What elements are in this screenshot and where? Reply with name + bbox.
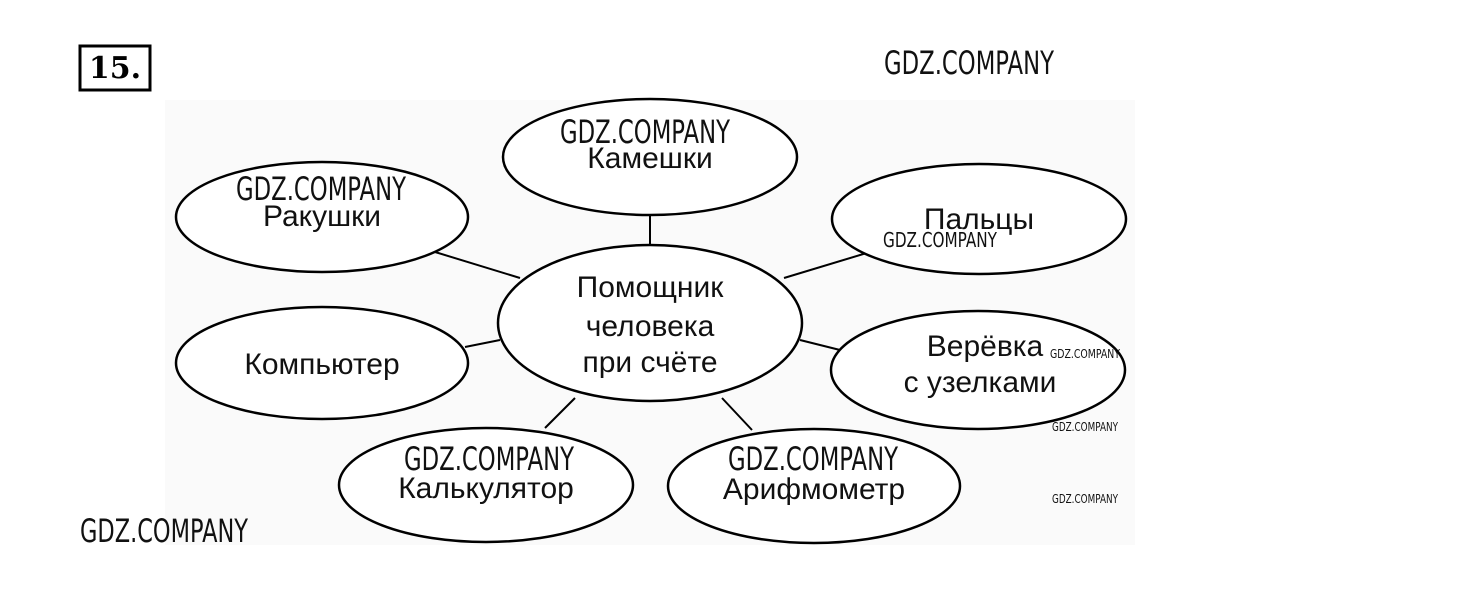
- node-verevka-ellipse: [829, 309, 1127, 431]
- center-label-line-2: человека: [586, 310, 715, 343]
- connectors: [434, 215, 871, 431]
- task-number-box: [78, 44, 152, 92]
- node-kompyuter: Компьютер: [174, 305, 470, 421]
- watermark-bottom-left: GDZ.COMPANY: [80, 512, 248, 550]
- task-number: 15.: [78, 44, 152, 92]
- node-arifmometr: Арифмометр: [666, 427, 962, 545]
- connector-kalkulyator: [544, 397, 576, 429]
- watermark-kalkulyator: GDZ.COMPANY: [404, 440, 574, 478]
- task-number-text: 15.: [89, 51, 141, 86]
- node-kameshki-ellipse: [501, 97, 799, 217]
- node-rakushki: Ракушки: [174, 160, 470, 274]
- node-kameshki: Камешки: [501, 97, 799, 217]
- node-rakushki-ellipse: [174, 160, 470, 274]
- node-kompyuter-label: Компьютер: [244, 348, 399, 381]
- node-arifmometr-ellipse: [666, 427, 962, 545]
- connector-verevka: [799, 339, 841, 351]
- center-node: Помощник человека при счёте: [496, 243, 804, 403]
- watermarks: GDZ.COMPANY GDZ.COMPANY GDZ.COMPANY GDZ.…: [80, 44, 1121, 550]
- node-kompyuter-ellipse: [174, 305, 470, 421]
- watermark-right-middle: GDZ.COMPANY: [1052, 420, 1118, 434]
- center-label-line-3: при счёте: [582, 346, 717, 379]
- watermark-paltsy: GDZ.COMPANY: [883, 228, 998, 252]
- node-arifmometr-label: Арифмометр: [723, 473, 905, 506]
- watermark-top-right: GDZ.COMPANY: [884, 44, 1054, 82]
- center-label-line-1: Помощник: [577, 271, 725, 304]
- node-paltsy-label: Пальцы: [924, 203, 1034, 236]
- watermark-rakushki: GDZ.COMPANY: [236, 170, 406, 208]
- connector-arifmometr: [721, 397, 753, 431]
- node-verevka-label-line-2: с узелками: [904, 366, 1057, 399]
- watermark-arifmometr: GDZ.COMPANY: [728, 440, 898, 478]
- node-verevka-label-line-1: Верёвка: [927, 330, 1044, 363]
- node-kalkulyator-label: Калькулятор: [398, 472, 574, 505]
- node-kalkulyator-ellipse: [337, 426, 635, 544]
- node-paltsy-ellipse: [830, 162, 1128, 276]
- connector-kompyuter: [464, 339, 501, 348]
- node-kalkulyator: Калькулятор: [337, 426, 635, 544]
- watermark-verevka: GDZ.COMPANY: [1050, 347, 1121, 361]
- node-kameshki-label: Камешки: [587, 142, 712, 175]
- center-ellipse: [496, 243, 804, 403]
- watermark-right-bottom: GDZ.COMPANY: [1052, 492, 1118, 506]
- connector-paltsy: [783, 251, 871, 279]
- connector-rakushki: [434, 251, 521, 279]
- node-verevka: Верёвка с узелками: [829, 309, 1127, 431]
- watermark-kameshki: GDZ.COMPANY: [560, 113, 730, 151]
- node-paltsy: Пальцы: [830, 162, 1128, 276]
- node-rakushki-label: Ракушки: [263, 200, 381, 233]
